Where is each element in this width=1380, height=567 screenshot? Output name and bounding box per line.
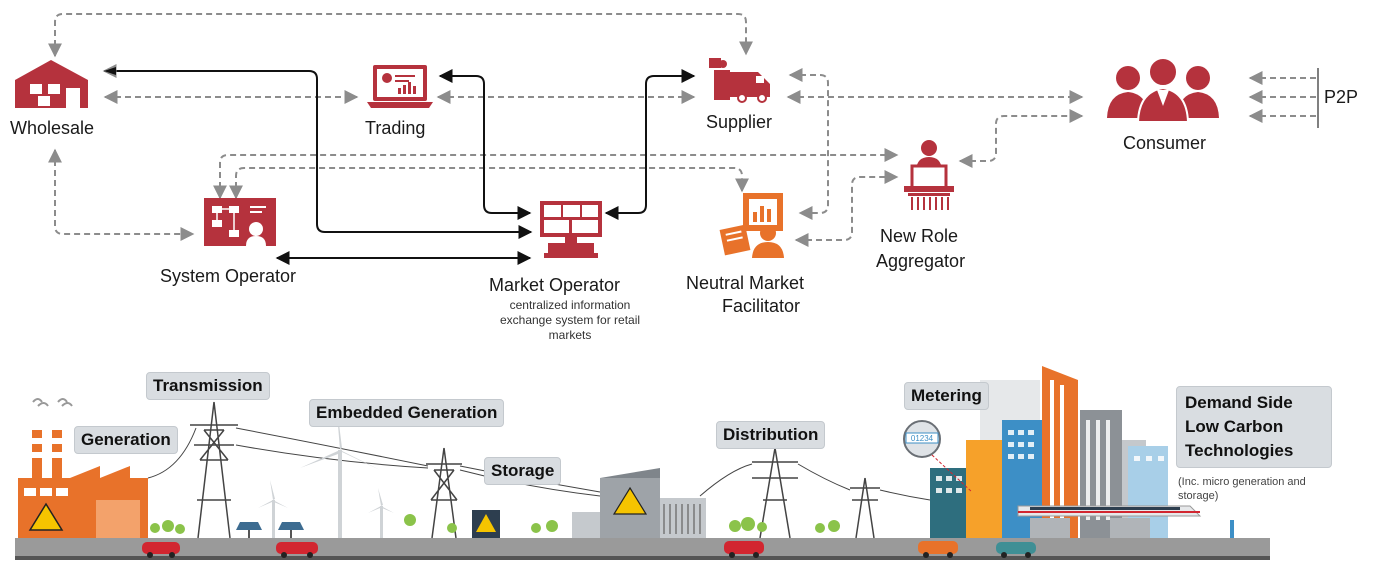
nmf-label-line2: Facilitator [722,296,801,316]
demand-line3: Technologies [1185,441,1294,460]
link-trading-marketop [438,69,532,220]
system-operator-label: System Operator [160,266,297,286]
nmf-label-line1: Neutral Market [686,273,805,293]
metering-tag: Metering [904,382,989,410]
demand-side-tag: Demand Side Low Carbon Technologies [1176,386,1332,468]
p2p-label: P2P [1324,87,1359,107]
consumer-label: Consumer [1123,133,1207,153]
solar-panel-1 [236,522,262,538]
embedded-generation-tag: Embedded Generation [309,399,505,427]
link-wholesale-marketop [102,64,533,239]
solar-panel-2 [278,522,304,538]
demand-line1: Demand Side [1185,393,1293,412]
generation-tag: Generation [74,426,178,454]
trading-icon [367,65,433,108]
aggregator-icon [904,140,954,210]
car-4 [918,541,958,558]
trees [150,514,945,534]
aggregator-label-line1: New Role [880,226,959,246]
storage-tag: Storage [484,457,562,485]
demand-note: (Inc. micro generation and storage) [1178,476,1306,502]
link-marketop-supplier [604,69,696,220]
link-sysop-nmf [229,167,749,200]
market-operator-icon [540,201,602,258]
trading-label: Trading [365,118,426,138]
demand-line2: Low Carbon [1185,417,1284,436]
link-aggregator-consumer [958,109,1084,168]
transmission-tower-1 [190,401,238,539]
neutral-market-facilitator-icon [719,193,784,258]
distribution-tower-1 [752,447,798,539]
substation [572,468,706,538]
market-operator-note: centralized information exchange system … [499,298,641,342]
road [15,538,1270,558]
link-sysop-aggregator [213,148,899,200]
transmission-tag: Transmission [146,372,270,400]
meter-device: 01234 [903,420,973,493]
supplier-label: Supplier [706,112,773,132]
transmission-tower-2 [426,447,462,539]
wholesale-icon [15,60,88,108]
link-nmf-aggregator [794,170,899,247]
wind-turbine-small-1 [258,480,288,538]
link-wholesale-sysop [48,148,195,241]
supplier-icon [709,58,770,103]
wholesale-label: Wholesale [10,118,95,138]
link-wholesale-supplier-top [48,13,753,58]
aggregator-label-line2: Aggregator [876,251,966,271]
storage-battery [472,510,500,538]
wholesale-solid-arrowhead [104,67,116,75]
car-3 [724,541,764,558]
car-5 [996,542,1036,558]
link-supplier-nmf [788,68,829,220]
factory-illustration [18,398,148,538]
consumer-group-icon [1107,57,1219,123]
train [1017,505,1202,538]
car-2 [276,542,318,558]
city-buildings [930,366,1234,538]
car-1 [142,542,180,558]
meter-readout: 01234 [911,434,934,443]
wind-turbine-small-2 [368,488,394,538]
market-operator-label: Market Operator [489,275,621,295]
distribution-tower-2 [850,477,880,539]
solid-connectors [102,64,696,265]
distribution-tag: Distribution [716,421,826,449]
system-operator-icon [204,198,276,246]
